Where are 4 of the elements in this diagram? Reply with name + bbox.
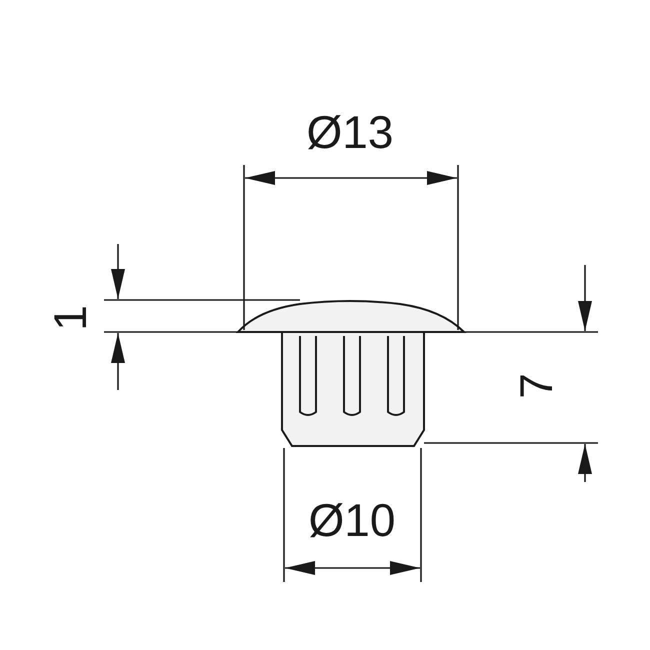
dimension-label: Ø13: [306, 109, 394, 155]
dimension-label: 1: [46, 305, 93, 331]
dimension-label: 7: [512, 373, 559, 399]
dimension-label: Ø10: [308, 497, 396, 543]
